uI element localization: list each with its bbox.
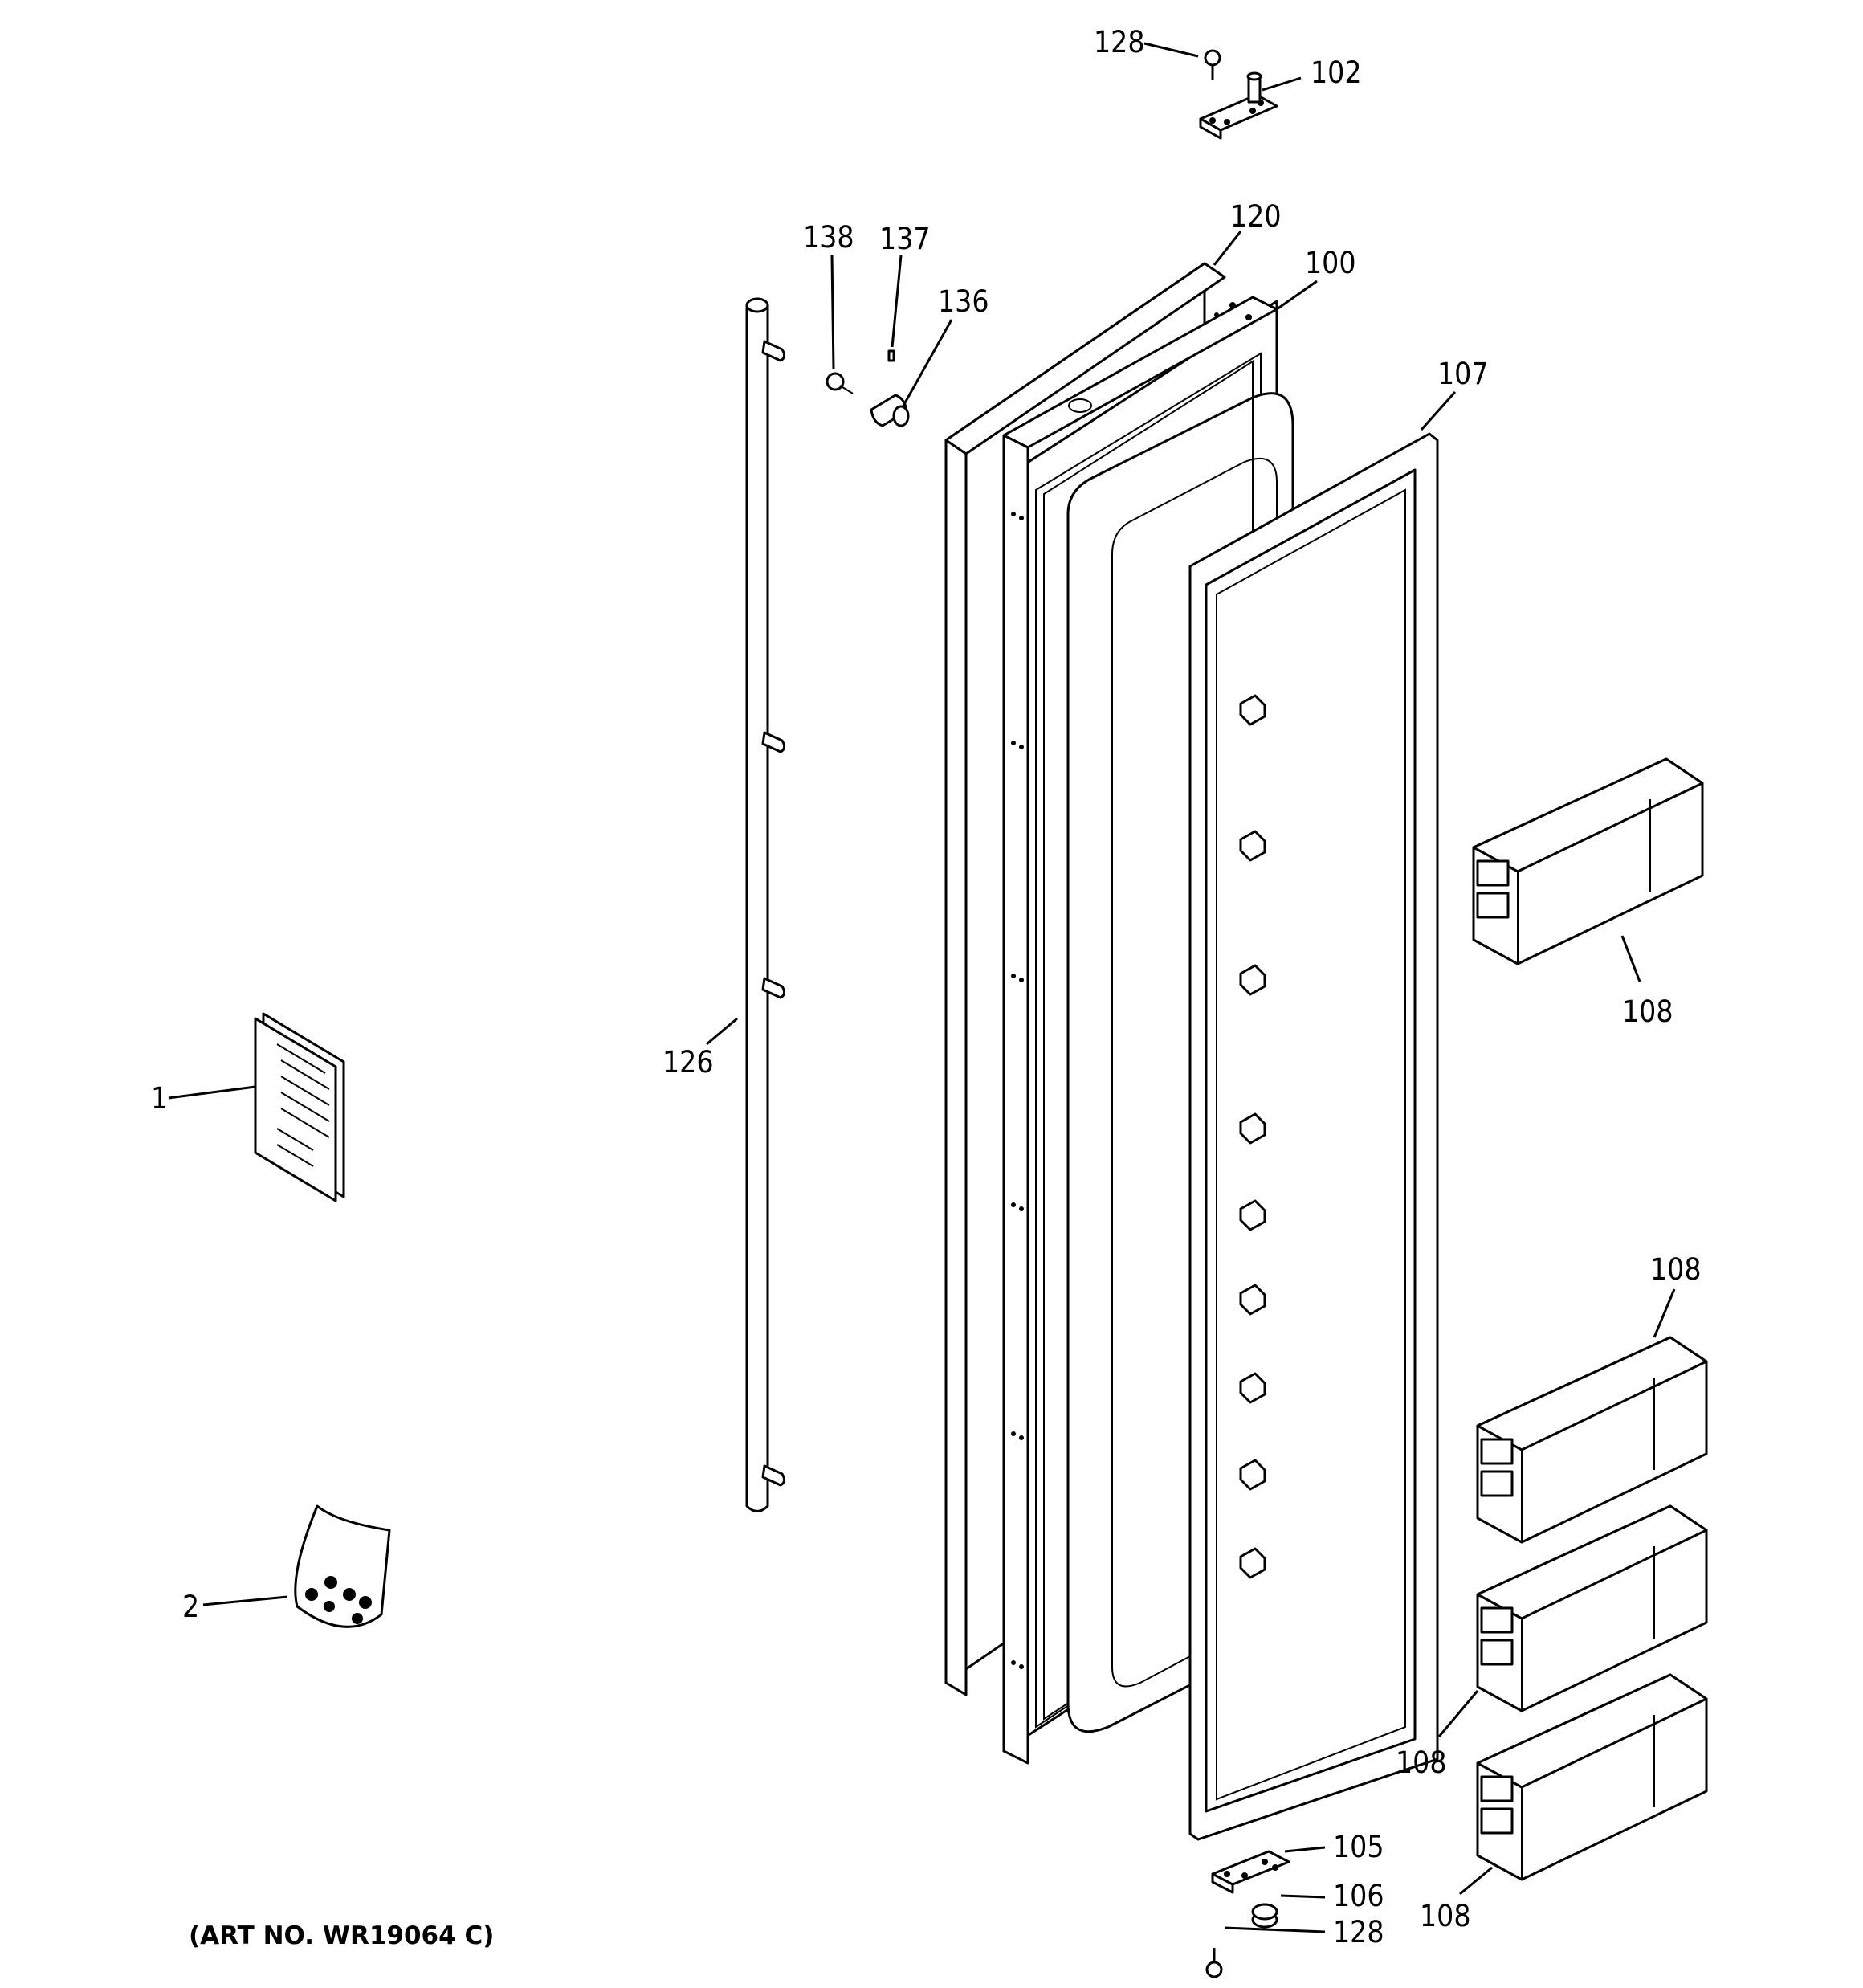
callout-2: 2 [182,1590,199,1624]
handle-mount [870,394,910,427]
shelf-bin-2 [1476,1336,1708,1544]
callout-107: 107 [1437,357,1489,391]
hinge-screw-bottom [1205,1948,1223,1978]
set-screw [887,349,895,362]
callout-138: 138 [803,220,854,255]
hinge-screw-top [1204,49,1221,80]
shelf-bin-3 [1476,1504,1708,1712]
handle-screw [826,372,854,394]
callout-106: 106 [1333,1879,1384,1913]
callout-126: 126 [662,1045,714,1080]
callout-128-top: 128 [1094,25,1145,59]
shelf-supports [1239,694,1266,1579]
callout-1: 1 [151,1081,168,1116]
door-handle [745,297,786,1512]
callout-labels: 128 102 120 100 107 138 137 136 126 1 2 … [151,25,1702,1949]
door-gasket [1188,432,1439,1841]
callout-137: 137 [879,222,931,256]
callout-102: 102 [1311,55,1362,90]
callout-105: 105 [1333,1830,1384,1864]
owners-manual [254,1012,345,1202]
top-hinge [1199,71,1278,140]
art-number: (ART NO. WR19064 C) [189,1921,494,1950]
callout-108-upper: 108 [1622,994,1673,1029]
callout-108-lower: 108 [1396,1745,1447,1780]
callout-108-middle: 108 [1650,1252,1702,1287]
hardware-bag [294,1504,391,1628]
shelf-bin-4 [1476,1673,1708,1881]
callout-128-bottom: 128 [1333,1915,1384,1949]
callout-108-bottom: 108 [1420,1899,1471,1933]
callout-120: 120 [1230,199,1282,234]
leader-lines [168,42,1676,1933]
callout-136: 136 [938,284,989,319]
callout-100: 100 [1305,246,1356,280]
bottom-hinge [1211,1850,1290,1894]
shelf-bin-1 [1472,757,1704,965]
hinge-bushing [1251,1903,1278,1929]
